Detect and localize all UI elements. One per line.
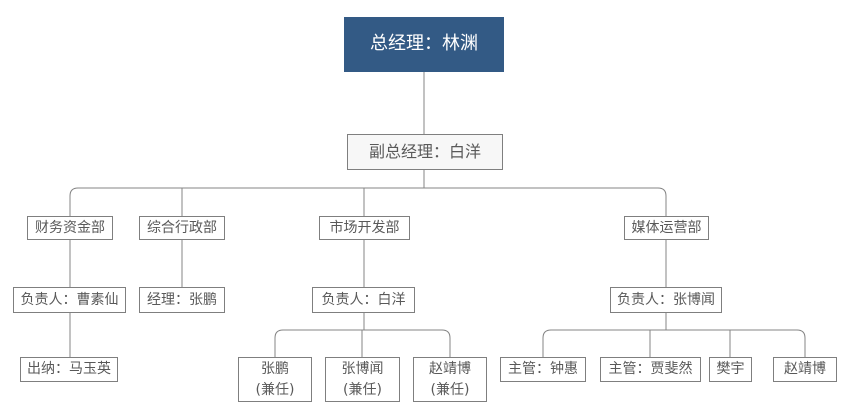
staff-name: 张鹏 — [261, 361, 289, 378]
node-staff-media-4: 赵靖博 — [773, 357, 837, 382]
staff-name: 张博闻 — [341, 361, 384, 378]
node-manager-media: 负责人：张博闻 — [610, 287, 722, 313]
node-dept-media: 媒体运营部 — [624, 216, 709, 240]
node-dept-admin: 综合行政部 — [139, 216, 225, 240]
node-staff-media-2: 主管：贾斐然 — [600, 357, 701, 382]
node-staff-market-2: 张博闻 (兼任) — [325, 357, 400, 402]
node-general-manager: 总经理：林渊 — [344, 17, 504, 72]
node-manager-market: 负责人：白洋 — [312, 287, 415, 313]
node-deputy-general-manager: 副总经理：白洋 — [347, 134, 503, 170]
node-staff-cashier: 出纳：马玉英 — [20, 357, 118, 382]
staff-note: (兼任) — [255, 381, 295, 398]
staff-note: (兼任) — [430, 381, 470, 398]
node-staff-market-3: 赵靖博 (兼任) — [413, 357, 487, 402]
connector-paths — [69, 72, 806, 357]
node-dept-finance: 财务资金部 — [27, 216, 113, 240]
node-dept-market: 市场开发部 — [319, 216, 410, 240]
staff-note: (兼任) — [343, 381, 382, 398]
staff-name: 赵靖博 — [429, 361, 471, 378]
node-staff-media-1: 主管：钟惠 — [500, 357, 586, 382]
node-staff-media-3: 樊宇 — [709, 357, 752, 382]
node-staff-market-1: 张鹏 (兼任) — [238, 357, 312, 402]
node-manager-admin: 经理：张鹏 — [139, 287, 225, 313]
node-manager-finance: 负责人：曹素仙 — [13, 287, 126, 313]
